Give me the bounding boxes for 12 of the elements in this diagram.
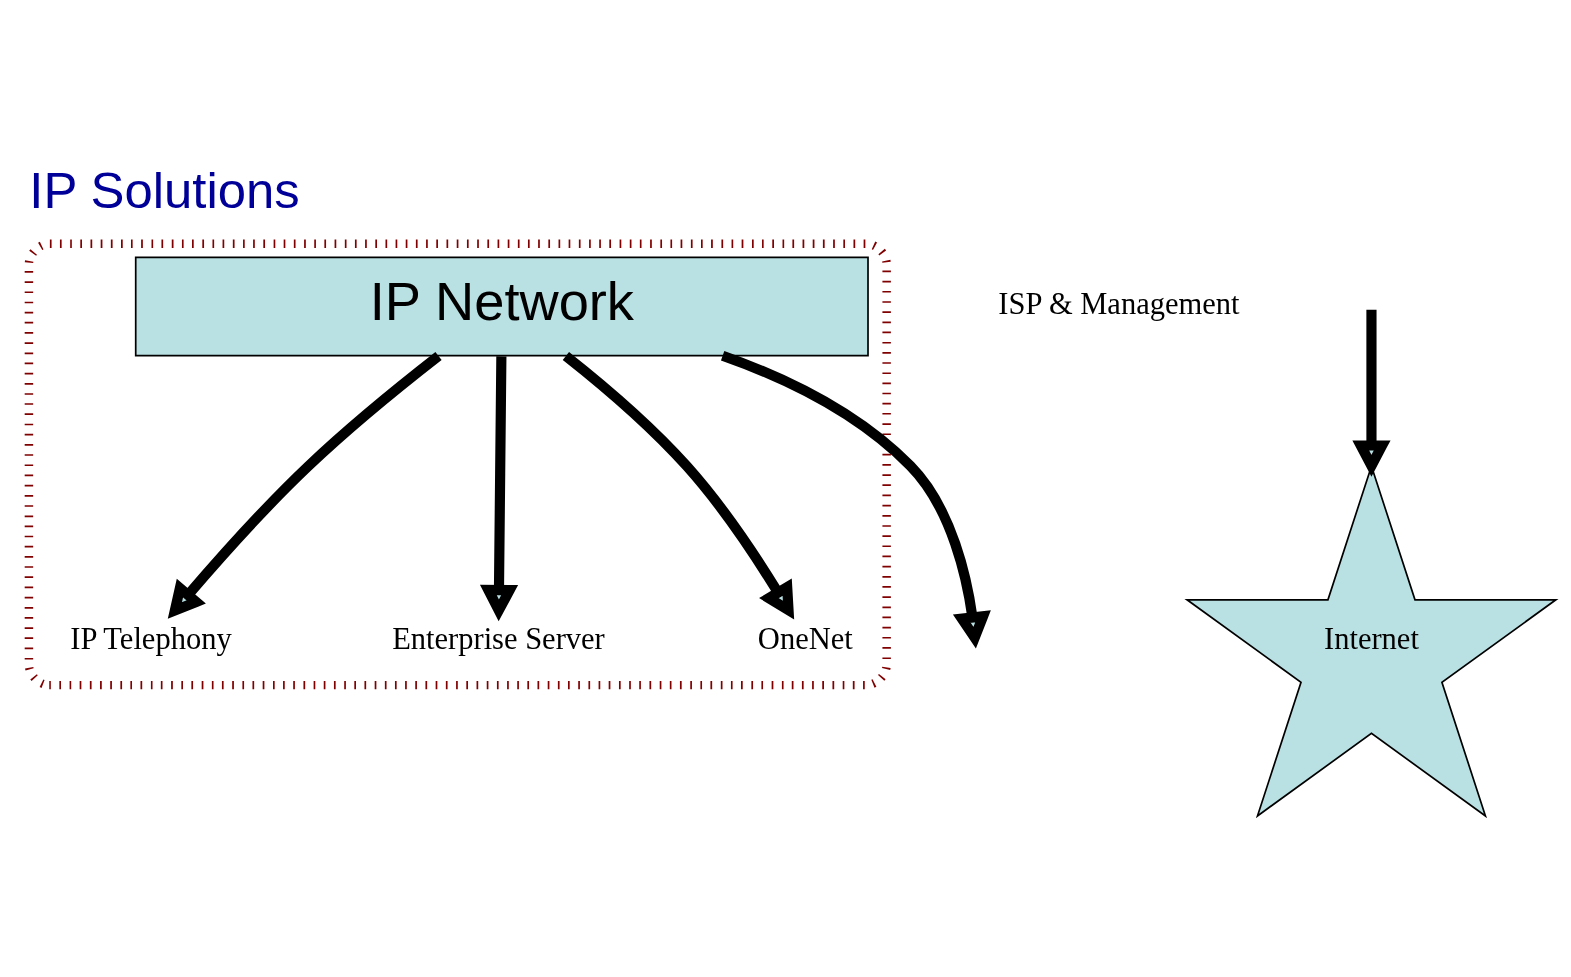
node-text: ISP & Management: [998, 287, 1240, 322]
arrow: [720, 350, 991, 649]
arrow: [1352, 309, 1391, 477]
node-text: Enterprise Server: [392, 621, 605, 656]
arrow: [562, 351, 795, 620]
diagram-title: IP Solutions: [29, 162, 300, 220]
cluster: [24, 239, 891, 690]
arrow: [479, 356, 519, 622]
node-text: IP Telephony: [70, 621, 232, 656]
node-text: OneNet: [757, 621, 853, 656]
arrow: [167, 352, 442, 619]
node-box: IP Network: [134, 256, 869, 357]
